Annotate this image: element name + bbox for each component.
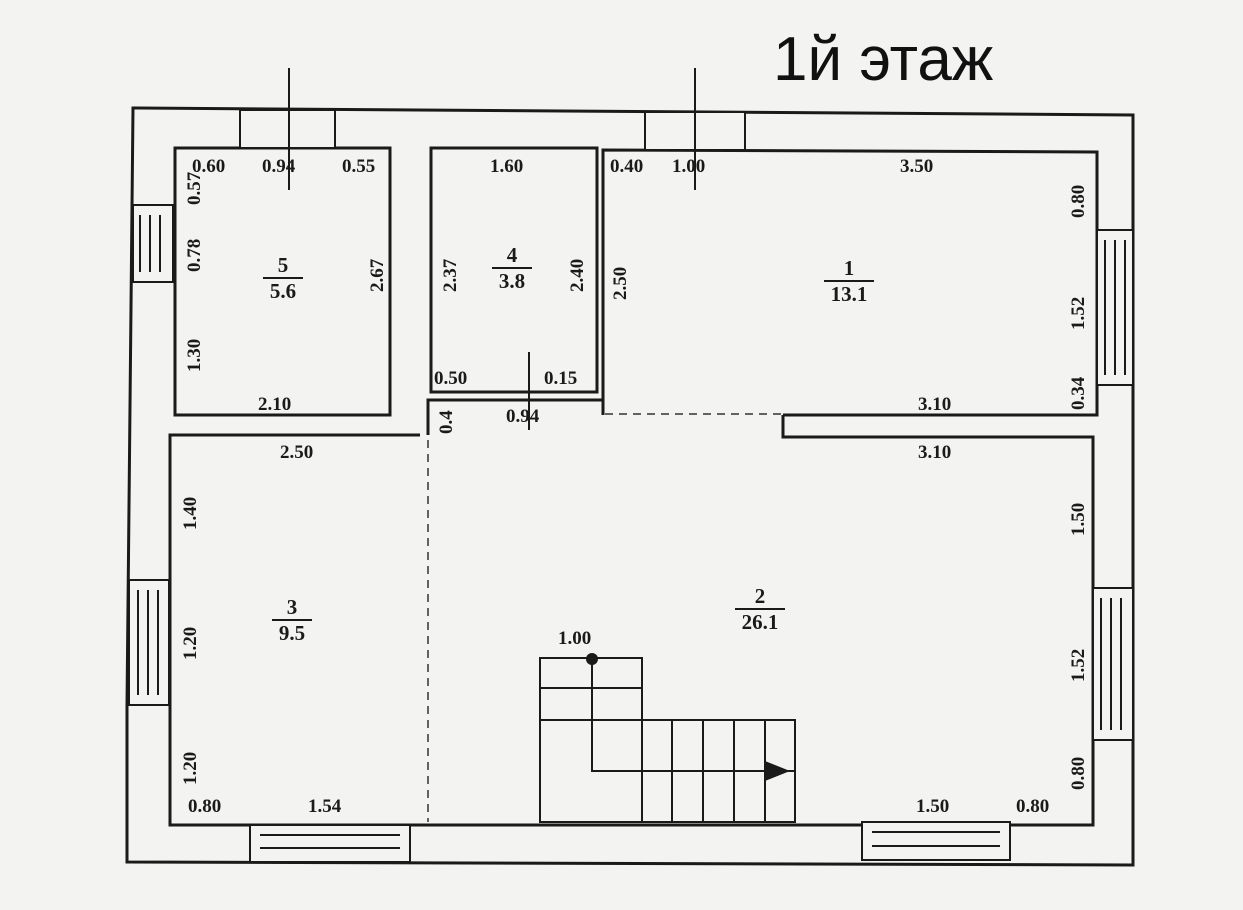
dim-label: 2.50 — [280, 442, 313, 463]
dim-label: 2.67 — [367, 258, 388, 292]
stairs-arrow-icon — [765, 761, 790, 781]
dim-label: 1.60 — [490, 156, 523, 177]
dim-label: 1.50 — [916, 796, 949, 817]
dim-label: 1.52 — [1068, 297, 1089, 330]
dim-label: 2.50 — [610, 267, 631, 300]
window-right-2 — [1092, 587, 1134, 741]
window-bottom-1 — [249, 824, 411, 863]
dim-label: 0.40 — [610, 156, 643, 177]
room-4-outline — [429, 146, 599, 394]
dim-label: 0.55 — [342, 156, 375, 177]
room-labels: 5 5.6 4 3.8 1 13.1 2 26.1 3 9.5 — [263, 243, 874, 645]
dim-label: 0.80 — [1068, 757, 1089, 790]
dim-label: 0.60 — [192, 156, 225, 177]
dim-label: 2.37 — [440, 258, 461, 292]
room-3-number: 3 — [287, 595, 298, 619]
room-3-area: 9.5 — [279, 621, 305, 645]
dim-label: 3.10 — [918, 442, 951, 463]
room-4-lower-wall — [426, 150, 605, 435]
dim-label: 1.50 — [1068, 503, 1089, 536]
dim-label: 1.40 — [180, 497, 201, 530]
dim-label: 1.52 — [1068, 649, 1089, 682]
dim-label: 0.57 — [184, 171, 205, 205]
room-5-area: 5.6 — [270, 279, 296, 303]
room-1-number: 1 — [844, 256, 855, 280]
dim-label: 0.15 — [544, 368, 577, 389]
room-5-number: 5 — [278, 253, 289, 277]
dim-label: 1.30 — [184, 339, 205, 372]
window-top-1 — [239, 109, 336, 149]
dim-label: 3.10 — [918, 394, 951, 415]
stairs-start-dot — [586, 653, 598, 665]
staircase — [539, 653, 796, 823]
dim-label: 1.54 — [308, 796, 342, 817]
room-4-area: 3.8 — [499, 269, 525, 293]
room-1-area: 13.1 — [831, 282, 868, 306]
room-4-number: 4 — [507, 243, 518, 267]
window-bottom-2 — [861, 821, 1011, 861]
dim-label: 0.4 — [436, 410, 457, 434]
dim-label: 0.50 — [434, 368, 467, 389]
room-2-3-outline — [168, 415, 1095, 827]
dimension-labels: 0.60 0.94 0.55 0.57 0.78 1.30 2.67 2.10 … — [180, 156, 1089, 817]
dim-label: 0.80 — [1068, 185, 1089, 218]
dim-label: 2.10 — [258, 394, 291, 415]
room-2-area: 26.1 — [742, 610, 779, 634]
dim-label: 1.00 — [672, 156, 705, 177]
outer-wall — [125, 106, 1135, 867]
dim-label: 3.50 — [900, 156, 933, 177]
dim-label: 0.80 — [1016, 796, 1049, 817]
dim-label: 0.94 — [506, 406, 540, 427]
dim-label: 1.00 — [558, 628, 591, 649]
windows — [128, 109, 1134, 863]
dim-label: 0.80 — [188, 796, 221, 817]
dim-label: 1.20 — [180, 627, 201, 660]
room-2-number: 2 — [755, 584, 766, 608]
dim-label: 0.78 — [184, 239, 205, 272]
dim-label: 0.94 — [262, 156, 296, 177]
dim-label: 2.40 — [567, 259, 588, 292]
floor-title: 1й этаж — [773, 25, 994, 94]
dim-label: 0.34 — [1068, 376, 1089, 410]
dim-label: 1.20 — [180, 752, 201, 785]
